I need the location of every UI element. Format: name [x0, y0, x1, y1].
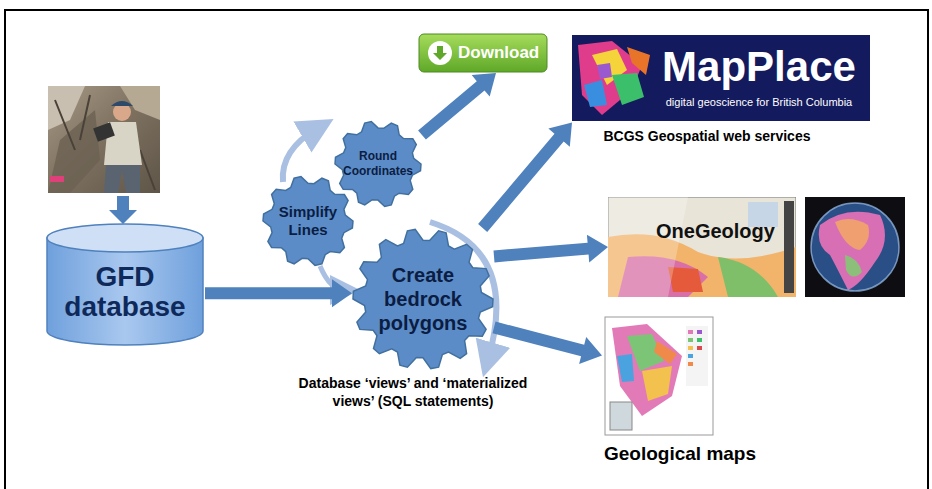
- node-label: GFD database: [55, 262, 195, 322]
- flow-arrow: [418, 73, 496, 140]
- button-label: Download: [458, 43, 544, 63]
- cycle-arrow: [283, 128, 318, 182]
- banner-subtitle: digital geoscience for British Columbia: [652, 95, 866, 109]
- gear-node: Create bedrock polygons: [352, 228, 494, 370]
- flow-arrow: [478, 122, 572, 231]
- flow-arrow: [109, 196, 137, 224]
- gear-node: Simplify Lines: [262, 175, 354, 267]
- screen-title: OneGeology: [656, 219, 786, 243]
- node-label: Round Coordinates: [338, 149, 418, 179]
- web-services-node: MapPlace digital geoscience for British C…: [572, 35, 870, 147]
- node-caption: BCGS Geospatial web services: [582, 127, 832, 145]
- node-label: Create bedrock polygons: [368, 263, 478, 335]
- node-label: Simplify Lines: [273, 203, 343, 239]
- node-caption: Geological maps: [604, 442, 780, 466]
- onegeology-screenshot: [608, 197, 796, 297]
- frame: [5, 10, 928, 489]
- maps-node: Geological maps: [602, 316, 782, 474]
- field-photo: [48, 86, 160, 193]
- globe-image: [805, 197, 905, 297]
- flow-arrow: [493, 322, 603, 364]
- flow-arrow: [205, 279, 352, 307]
- banner-title: MapPlace: [652, 43, 866, 91]
- note-label: Database ‘views’ and ‘materialized views…: [298, 374, 528, 410]
- database-node: GFD database: [45, 222, 205, 347]
- onegeology-node: OneGeology: [608, 197, 796, 297]
- gear-node: Round Coordinates: [334, 120, 422, 208]
- download-node: Download: [418, 33, 548, 73]
- flow-arrow: [494, 235, 609, 263]
